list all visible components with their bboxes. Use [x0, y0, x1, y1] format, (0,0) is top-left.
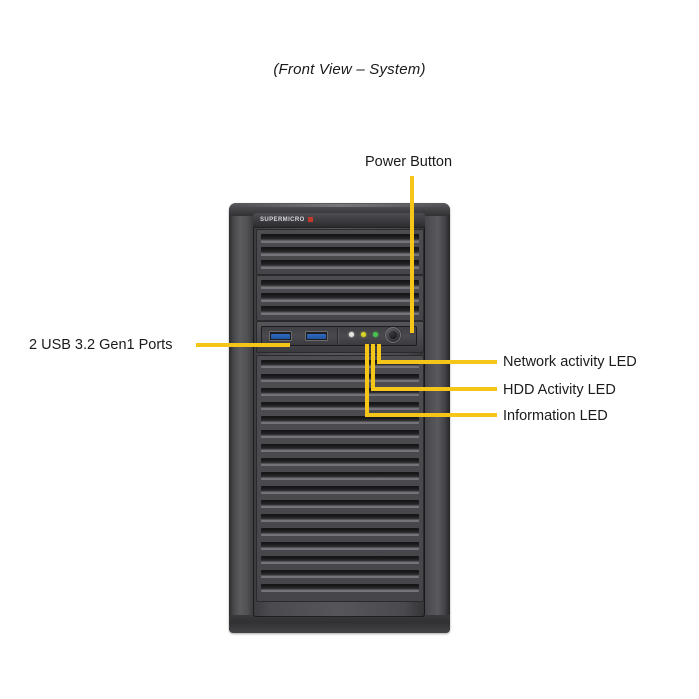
network-activity-led — [373, 332, 378, 337]
drive-bay-upper-2 — [256, 275, 424, 321]
vent-slat — [261, 402, 419, 410]
vent-slat — [261, 234, 419, 243]
callout-label-network-led: Network activity LED — [503, 354, 637, 370]
brand-strip: SUPERMICRO — [253, 213, 425, 228]
vent-slat — [261, 374, 419, 382]
vent-slat — [261, 260, 419, 269]
drive-bay-upper-1 — [256, 229, 424, 275]
vent-slat — [261, 306, 419, 315]
io-panel-divider — [337, 328, 338, 344]
chassis-top-cap — [229, 203, 450, 216]
supermicro-logo: SUPERMICRO — [260, 217, 305, 223]
vent-slat — [261, 416, 419, 424]
vent-slat — [261, 486, 419, 494]
vent-slat — [261, 514, 419, 522]
usb-port-2[interactable] — [305, 331, 328, 341]
vent-slat — [261, 570, 419, 578]
vent-slat — [261, 500, 419, 508]
vent-slat — [261, 360, 419, 368]
callout-label-usb-ports: 2 USB 3.2 Gen1 Ports — [29, 337, 173, 353]
information-led — [349, 332, 354, 337]
chassis-base — [229, 615, 450, 633]
vent-slat — [261, 293, 419, 302]
page-title: (Front View – System) — [273, 61, 426, 78]
vent-slat — [261, 542, 419, 550]
vent-slat — [261, 556, 419, 564]
vent-slat — [261, 247, 419, 256]
power-button[interactable] — [385, 327, 401, 343]
brand-mark-icon — [308, 217, 313, 222]
hdd-activity-led — [361, 332, 366, 337]
vent-slat — [261, 472, 419, 480]
server-chassis-illustration: SUPERMICRO — [229, 203, 450, 633]
lower-vent-section — [256, 355, 424, 602]
chassis-front-face: SUPERMICRO — [253, 213, 425, 617]
callout-label-information-led: Information LED — [503, 408, 608, 424]
front-io-panel — [256, 321, 424, 353]
usb-port-1[interactable] — [269, 331, 292, 341]
vent-slat — [261, 444, 419, 452]
vent-slat — [261, 584, 419, 592]
vent-slat — [261, 388, 419, 396]
vent-slat — [261, 280, 419, 289]
callout-label-hdd-led: HDD Activity LED — [503, 382, 616, 398]
vent-slat — [261, 528, 419, 536]
vent-slat — [261, 458, 419, 466]
vent-slat — [261, 430, 419, 438]
callout-label-power-button: Power Button — [365, 154, 453, 170]
front-io-inner — [261, 326, 417, 346]
